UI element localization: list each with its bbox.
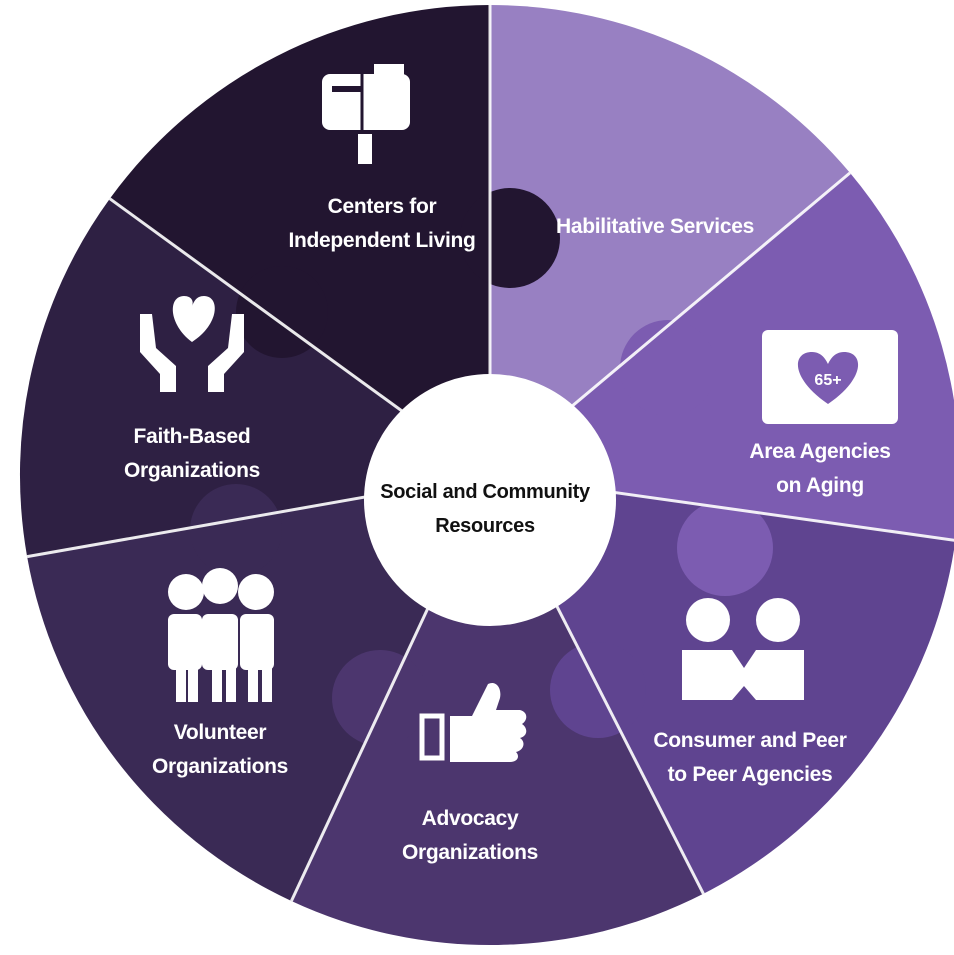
calendar-heart-65-icon: 65+ — [762, 330, 898, 424]
segment-volunteer-organizations — [27, 475, 490, 901]
peer-support-icon — [682, 598, 804, 700]
puzzle-tab — [620, 320, 716, 416]
mailbox-icon — [322, 64, 410, 164]
label-volunteer-organizations: Volunteer Organizations — [151, 721, 289, 778]
people-group-icon — [168, 568, 274, 702]
puzzle-tab — [460, 188, 560, 288]
segment-habilitative-services — [490, 5, 850, 475]
puzzle-tab — [332, 650, 428, 746]
puzzle-tab — [677, 500, 773, 596]
hands-heart-icon — [140, 296, 244, 392]
label-habilitative-services: Habilitative Services — [556, 215, 754, 238]
puzzle-tab — [236, 266, 328, 358]
center-title: Social and Community Resources — [380, 481, 590, 537]
label-consumer-and-peer: Consumer and Peer to Peer Agencies — [653, 729, 847, 786]
label-faith-based-organizations: Faith-Based Organizations — [123, 425, 261, 482]
calendar-icon-text: 65+ — [814, 372, 841, 389]
center-circle — [364, 374, 616, 626]
segment-area-agencies-on-aging — [490, 172, 954, 541]
thumbs-up-icon — [419, 713, 445, 761]
label-area-agencies-on-aging: Area Agencies on Aging — [749, 440, 891, 497]
puzzle-tab — [190, 484, 282, 576]
label-advocacy-organizations: Advocacy Organizations — [401, 807, 539, 864]
label-centers-for-independent-living: Centers for Independent Living — [288, 195, 476, 252]
